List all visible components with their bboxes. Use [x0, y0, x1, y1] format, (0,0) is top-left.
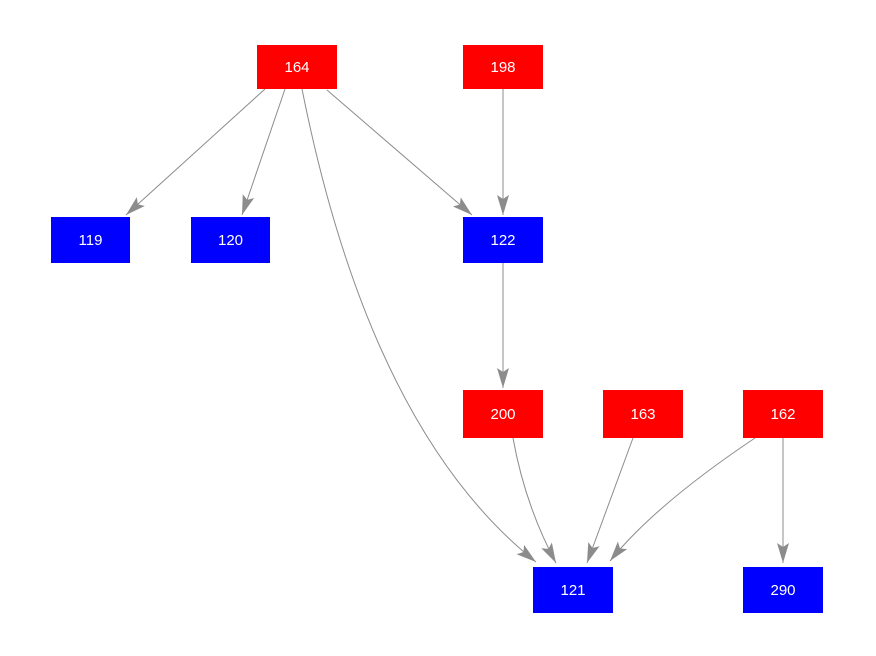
node-119: 119: [51, 217, 130, 263]
node-122: 122: [463, 217, 543, 263]
edge-200-to-121: [512, 437, 557, 564]
edge-164-to-119: [125, 88, 266, 216]
edge-164-to-120: [241, 88, 286, 216]
node-label-120: 120: [218, 232, 243, 249]
node-label-119: 119: [79, 232, 103, 249]
node-198: 198: [463, 45, 543, 89]
node-200: 200: [463, 390, 543, 438]
node-rect-122: [463, 217, 543, 263]
node-164: 164: [257, 45, 337, 89]
nodes-layer: 164 198 119 120 122 200 163 162 121 290: [51, 45, 823, 613]
node-rect-164: [257, 45, 337, 89]
node-label-121: 121: [560, 582, 585, 599]
node-label-122: 122: [490, 232, 515, 249]
node-label-164: 164: [284, 59, 309, 76]
node-rect-290: [743, 567, 823, 613]
node-rect-162: [743, 390, 823, 438]
node-rect-163: [603, 390, 683, 438]
node-290: 290: [743, 567, 823, 613]
node-rect-119: [51, 217, 130, 263]
node-120: 120: [191, 217, 270, 263]
edge-163-to-121: [586, 437, 634, 564]
node-label-198: 198: [490, 59, 515, 76]
node-label-200: 200: [490, 406, 515, 423]
edges-layer: [125, 88, 789, 564]
node-rect-198: [463, 45, 543, 89]
node-121: 121: [533, 567, 613, 613]
node-label-290: 290: [770, 582, 795, 599]
edge-164-to-122: [326, 89, 473, 216]
node-label-162: 162: [770, 406, 795, 423]
node-163: 163: [603, 390, 683, 438]
edge-162-to-121: [609, 437, 756, 562]
node-rect-121: [533, 567, 613, 613]
node-rect-200: [463, 390, 543, 438]
node-rect-120: [191, 217, 270, 263]
edge-164-to-121: [301, 88, 537, 563]
node-label-163: 163: [630, 406, 655, 423]
node-162: 162: [743, 390, 823, 438]
